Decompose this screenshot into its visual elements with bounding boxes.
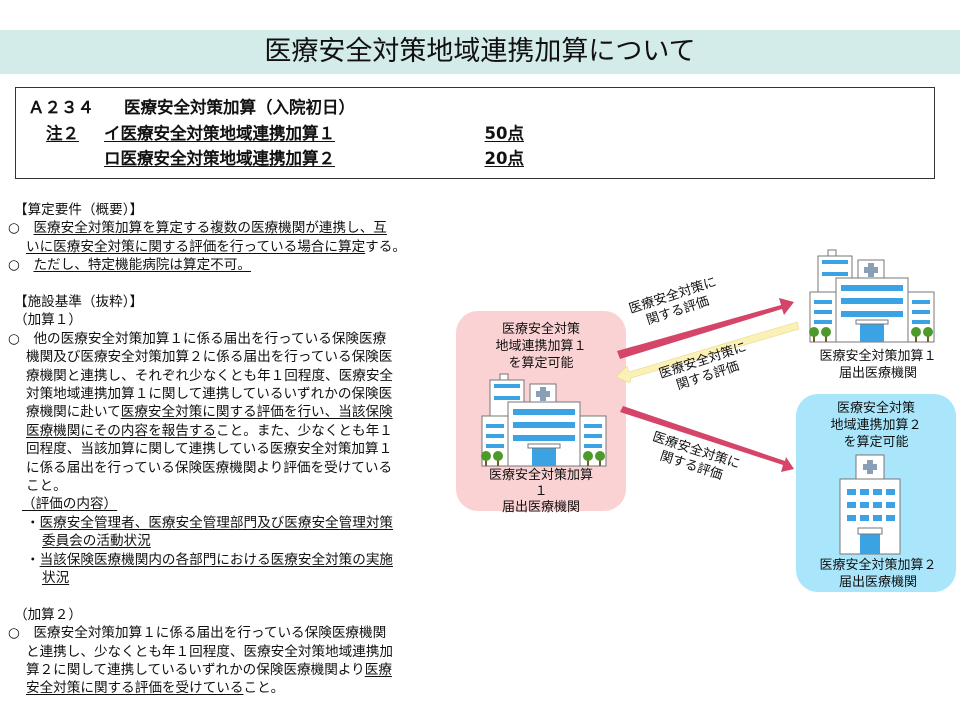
note-label: 注２ — [46, 124, 79, 143]
text-line: ・当該保険医療機関内の各部門における医療安全対策の実施 — [26, 551, 393, 569]
text-line: 療機関と連携し、それぞれ少なくとも年１回程度、医療安全 — [26, 367, 393, 385]
underlined-text: 医療安全対策加算を算定する複数の医療機関が連携し、互 — [33, 220, 387, 237]
text-line: （加算１） — [14, 311, 82, 329]
underlined-text: 状況 — [42, 570, 70, 586]
text-line: こと。 — [26, 477, 67, 495]
arrow-right-up — [617, 298, 794, 359]
text-line: 機関及び医療安全対策加算２に係る届出を行っている保険医 — [26, 348, 392, 366]
hospital-icon-small — [839, 454, 901, 555]
text-line: 療機関に赴いて医療安全対策に関する評価を行い、当該保険 — [26, 403, 393, 421]
center-bottom-label: 医療安全対策加算 １ 届出医療機関 — [488, 468, 593, 515]
text-segment: 【算定要件（概要）】 — [14, 202, 144, 218]
text-line: 【施設基準（抜粋）】 — [14, 293, 143, 311]
text-segment: に係る届出を行っている保険医療機関より評価を受けている — [26, 459, 393, 476]
text-line: ・医療安全管理者、医療安全管理部門及び医療安全管理対策 — [26, 514, 393, 532]
text-segment: ○ — [8, 257, 34, 274]
underlined-text: （評価の内容） — [22, 496, 118, 513]
underlined-text: ただし、特定機能病院は算定不可。 — [33, 257, 251, 274]
addon-2-points: 20点 — [484, 149, 524, 168]
text-line: 状況 — [42, 569, 69, 587]
fee-summary-box: Ａ２３４ 医療安全対策加算（入院初日） 注２ イ医療安全対策地域連携加算１ 50… — [15, 87, 935, 179]
text-segment: と連携し、少なくとも年１回程度、医療安全対策地域連携加 — [26, 643, 394, 660]
text-segment: こと。また、少なくとも年１ — [216, 422, 393, 439]
underlined-text: 医療安全管理者、医療安全管理部門及び医療安全管理対策 — [39, 514, 394, 531]
text-segment: （加算２） — [14, 606, 82, 623]
text-segment: 対策地域連携加算１に関して連携しているいずれかの保険医 — [26, 386, 393, 402]
addon-1-points: 50点 — [484, 124, 524, 143]
fee-name: 医療安全対策加算（入院初日） — [124, 98, 355, 117]
underlined-text: 医療 — [364, 662, 392, 678]
text-line: いに医療安全対策に関する評価を行っている場合に算定する。 — [26, 238, 406, 256]
fee-code: Ａ２３４ — [28, 98, 94, 117]
text-segment: 機関及び医療安全対策加算２に係る届出を行っている保険医 — [26, 349, 393, 366]
text-line: 回程度、当該加算に関して連携している医療安全対策加算１ — [26, 440, 392, 458]
bottom-right-bottom-label: 医療安全対策加算２ 届出医療機関 — [819, 558, 937, 590]
text-segment: ・ — [26, 514, 40, 531]
text-line: 委員会の活動状況 — [42, 532, 151, 550]
text-segment: 療機関と連携し、それぞれ少なくとも年１回程度、医療安全 — [26, 367, 394, 384]
arrow-left-in — [615, 321, 800, 384]
addon-2-name: ロ医療安全対策地域連携加算２ — [104, 149, 335, 168]
top-right-label: 医療安全対策加算１ 届出医療機関 — [819, 349, 937, 381]
text-segment: こと。 — [26, 478, 67, 494]
text-line: 対策地域連携加算１に関して連携しているいずれかの保険医 — [26, 385, 392, 403]
text-line: ○ 他の医療安全対策加算１に係る届出を行っている保険医療 — [8, 330, 386, 348]
underlined-text: 安全対策に関する評価を受けている — [26, 680, 244, 697]
underlined-text: 医療安全対策に関する評価を行い、当該保険 — [120, 404, 393, 421]
text-line: ○ ただし、特定機能病院は算定不可。 — [8, 256, 251, 274]
text-line: に係る届出を行っている保険医療機関より評価を受けている — [26, 459, 392, 477]
text-segment: ○ 医療安全対策加算１に係る届出を行っている保険医療機関 — [8, 625, 387, 642]
text-segment: 回程度、当該加算に関して連携している医療安全対策加算１ — [26, 441, 393, 458]
text-segment: こと。 — [243, 680, 285, 697]
text-segment: ○ 他の医療安全対策加算１に係る届出を行っている保険医療 — [8, 330, 387, 347]
text-line: 安全対策に関する評価を受けていること。 — [26, 679, 284, 697]
underlined-text: 医療機関にその内容を報告する — [26, 422, 217, 439]
page-title: 医療安全対策地域連携加算について — [0, 30, 960, 74]
addon-1-name: イ医療安全対策地域連携加算１ — [104, 124, 335, 143]
underlined-text: 当該保険医療機関内の各部門における医療安全対策の実施 — [39, 551, 394, 568]
text-line: 医療機関にその内容を報告すること。また、少なくとも年１ — [26, 422, 393, 440]
text-segment: ○ — [8, 220, 34, 237]
text-line: ○ 医療安全対策加算１に係る届出を行っている保険医療機関 — [8, 624, 386, 642]
text-line: （加算２） — [14, 606, 82, 624]
text-line: と連携し、少なくとも年１回程度、医療安全対策地域連携加 — [26, 643, 393, 661]
bottom-right-top-label: 医療安全対策 地域連携加算２ を算定可能 — [830, 401, 922, 450]
hospital-icon-center — [481, 373, 607, 467]
text-line: 【算定要件（概要）】 — [14, 201, 143, 219]
text-segment: （加算１） — [14, 312, 82, 329]
text-segment: ・ — [26, 551, 40, 568]
text-line: 算２に関して連携しているいずれかの保険医療機関より医療 — [26, 661, 392, 679]
text-segment: する。 — [365, 238, 406, 255]
arrow-right-down — [620, 406, 794, 472]
underlined-text: いに医療安全対策に関する評価を行っている場合に算定 — [26, 238, 366, 255]
underlined-text: 委員会の活動状況 — [42, 533, 151, 550]
text-segment: 算２に関して連携しているいずれかの保険医療機関より — [26, 662, 365, 678]
text-segment: 療機関に赴いて — [26, 404, 121, 421]
text-segment: 【施設基準（抜粋）】 — [14, 294, 144, 310]
center-top-label: 医療安全対策 地域連携加算１ を算定可能 — [495, 322, 587, 371]
hospital-icon-top-right — [809, 249, 935, 343]
text-line: ○ 医療安全対策加算を算定する複数の医療機関が連携し、互 — [8, 219, 387, 237]
text-line: （評価の内容） — [22, 495, 117, 513]
